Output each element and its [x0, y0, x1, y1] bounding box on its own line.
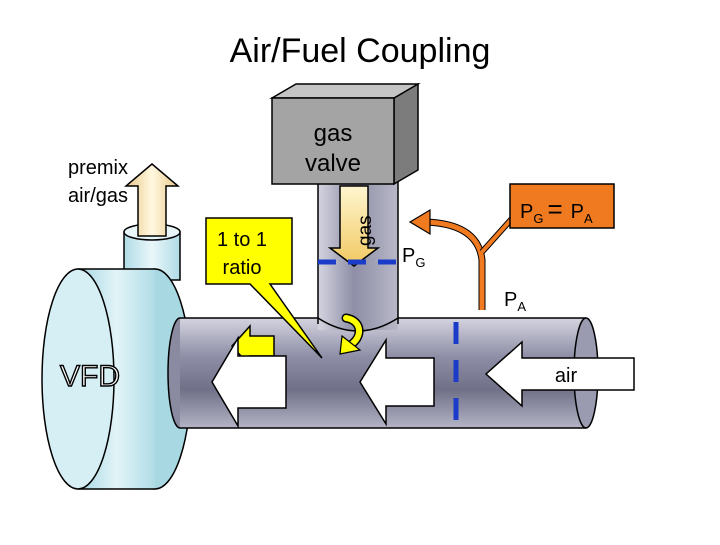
premix-arrow-icon — [123, 163, 181, 237]
gas-valve-label: gas — [314, 120, 353, 147]
air-pressure-label: PA — [504, 289, 526, 314]
premix-label: air/gas — [68, 185, 128, 207]
mixing-arrow-icon — [339, 313, 364, 355]
gas-flow-label: gas — [355, 215, 376, 246]
air-label: air — [555, 365, 578, 387]
mixture-flow-arrow-icon — [211, 335, 287, 429]
page-title: Air/Fuel Coupling — [230, 32, 491, 70]
ratio-callout — [205, 217, 323, 359]
pressure-regulator — [509, 183, 615, 229]
ratio-label: 1 to 1 — [217, 229, 267, 251]
air-flow-arrow-icon — [359, 337, 435, 427]
vfd-label: VFD — [60, 360, 120, 393]
air-inlet-arrow-icon — [484, 340, 635, 408]
blower-housing — [41, 268, 192, 490]
gas-valve-label: valve — [305, 150, 361, 177]
gas-pressure-label: PG — [402, 245, 425, 270]
gas-valve — [269, 82, 421, 186]
ratio-label: ratio — [223, 257, 262, 279]
regulator-pg-label: PG=PA — [520, 194, 593, 226]
pressure-sense-line — [408, 208, 519, 310]
gas-flow-arrow-icon — [327, 185, 381, 267]
premix-label: premix — [68, 157, 128, 179]
